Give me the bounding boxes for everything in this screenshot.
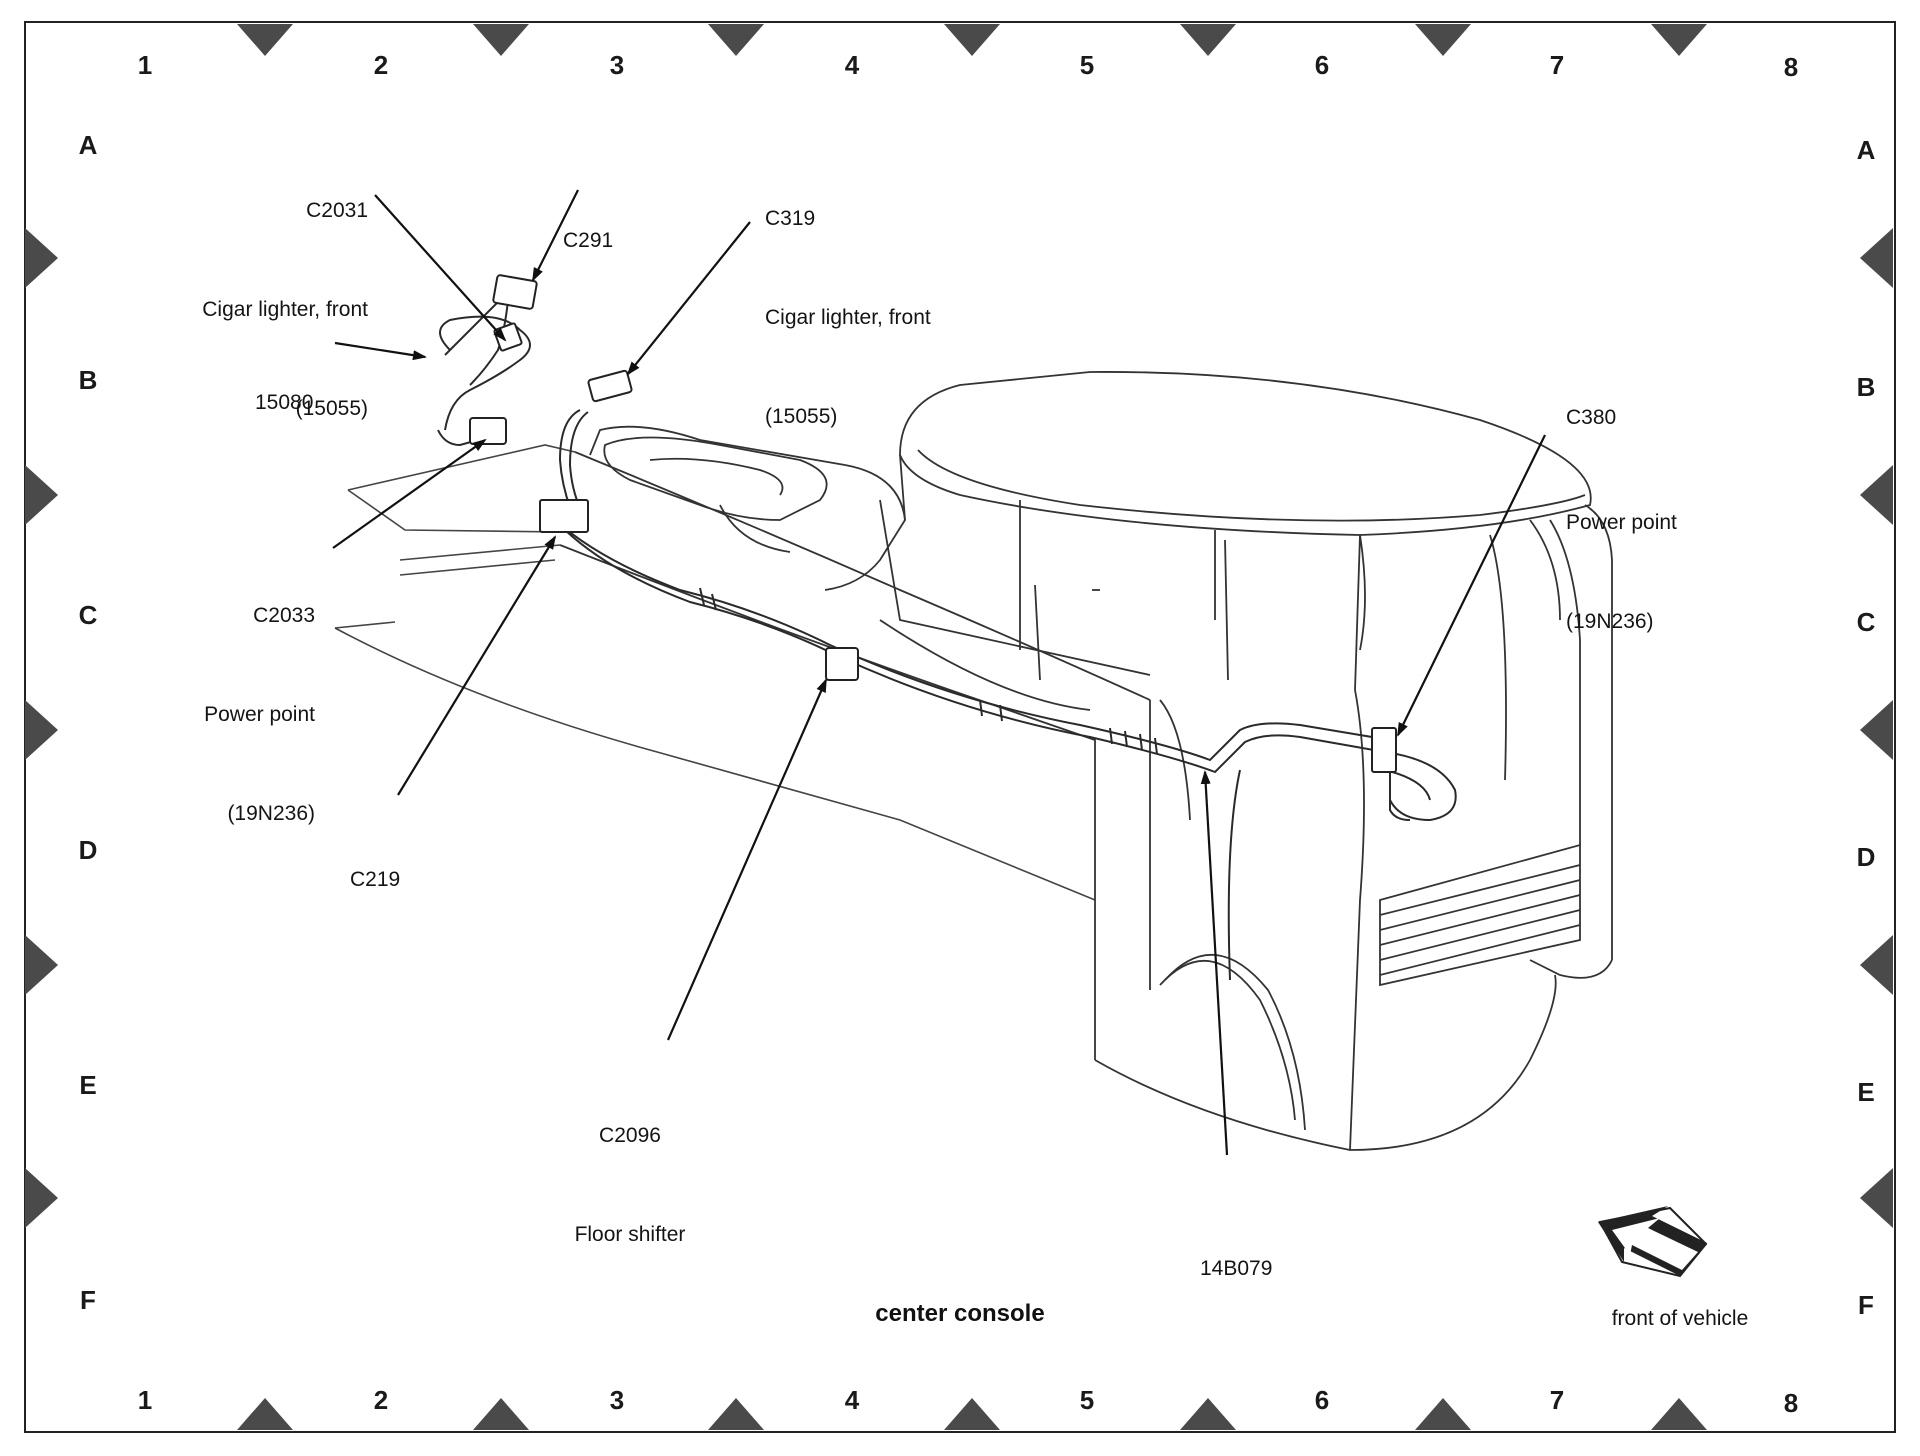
zone-markers-bottom [237,1398,1707,1430]
grid-col-1-top: 1 [137,50,153,80]
grid-row-b-right: B [1856,372,1876,402]
grid-col-1-bottom: 1 [137,1385,153,1415]
leader-c2031 [374,194,507,342]
grid-col-6-bottom: 6 [1314,1385,1330,1415]
connectors [469,274,1397,773]
grid-col-5-bottom: 5 [1079,1385,1095,1415]
leader-14b079 [1200,770,1229,1156]
callout-14b079-id: 14B079 [1200,1257,1273,1280]
connector-c219 [539,499,589,533]
grid-row-a-left: A [78,130,98,160]
grid-col-5-top: 5 [1079,50,1095,80]
callout-c2096-id: C2096 [599,1124,661,1147]
front-of-vehicle-arrow [1598,1206,1708,1278]
grid-col-4-bottom: 4 [844,1385,860,1415]
callout-c380: C380 Power point (19N236) [1566,335,1677,704]
zone-markers-right [1860,228,1893,1228]
grid-col-3-top: 3 [609,50,625,80]
grid-col-8-top: 8 [1783,52,1799,82]
grid-row-d-right: D [1856,842,1876,872]
grid-col-4-top: 4 [844,50,860,80]
grid-row-b-left: B [78,365,98,395]
grid-col-3-bottom: 3 [609,1385,625,1415]
connector-c319 [587,369,633,403]
callout-15080-id: 15080 [255,391,314,414]
connector-c380 [1371,727,1397,773]
floor-outline [334,444,1096,901]
callout-15080: 15080 [255,320,313,485]
zone-markers-top [237,24,1707,56]
leader-c291 [532,189,579,282]
leader-c319 [626,221,751,376]
leader-c380 [1397,434,1546,737]
callout-c2033-desc: Power point [204,703,315,726]
grid-col-8-bottom: 8 [1783,1388,1799,1418]
zone-markers-left [25,228,58,1228]
callout-c2031: C2031 Cigar lighter, front (15055) [150,128,368,491]
callout-c2096: C2096 Floor shifter [550,1053,710,1317]
leader-15080 [334,341,427,361]
grid-col-7-bottom: 7 [1549,1385,1565,1415]
callout-c219-id: C219 [350,868,401,891]
callout-c2031-id: C2031 [306,199,368,222]
front-of-vehicle-caption: front of vehicle [1611,1307,1749,1330]
callout-c2033-id: C2033 [253,604,315,627]
leader-lines [332,189,1546,1156]
callout-c291: C291 [563,158,613,323]
callout-c2031-desc: Cigar lighter, front [202,298,368,321]
grid-row-f-right: F [1858,1290,1874,1320]
callout-c319-id: C319 [765,207,816,230]
callout-c319-desc: Cigar lighter, front [765,306,931,329]
callout-c2033-part: (19N236) [227,802,315,825]
wiring-harness-14b079 [554,519,1457,981]
callout-c380-part: (19N236) [1566,610,1654,633]
leader-c219 [397,535,557,796]
grid-row-d-left: D [78,835,98,865]
grid-col-7-top: 7 [1549,50,1565,80]
connector-c2033 [469,417,507,445]
grid-col-2-top: 2 [373,50,389,80]
center-console-body [559,371,1613,1151]
grid-row-c-left: C [78,600,98,630]
grid-row-e-left: E [79,1070,97,1100]
callout-14b079: 14B079 [1200,1186,1272,1351]
callout-c319: C319 Cigar lighter, front (15055) [765,136,931,499]
callout-c319-part: (15055) [765,405,838,428]
grid-col-2-bottom: 2 [373,1385,389,1415]
leader-c2033 [332,438,487,549]
connector-c291 [492,274,538,310]
callout-c291-id: C291 [563,229,614,252]
callout-c2033: C2033 Power point (19N236) [150,533,315,896]
callout-c219: C219 [350,797,400,962]
leader-c2096 [666,678,828,1041]
callout-c2096-desc: Floor shifter [574,1223,686,1246]
grid-row-a-right: A [1856,135,1876,165]
grid-row-f-left: F [80,1285,96,1315]
callout-c2031-part: (15055) [295,397,368,420]
diagram-title: center console [875,1300,1045,1327]
grid-row-c-right: C [1856,607,1876,637]
callout-c380-desc: Power point [1566,511,1677,534]
grid-col-6-top: 6 [1314,50,1330,80]
callout-c380-id: C380 [1566,406,1617,429]
connector-c2096 [825,647,859,681]
grid-row-e-right: E [1857,1077,1875,1107]
